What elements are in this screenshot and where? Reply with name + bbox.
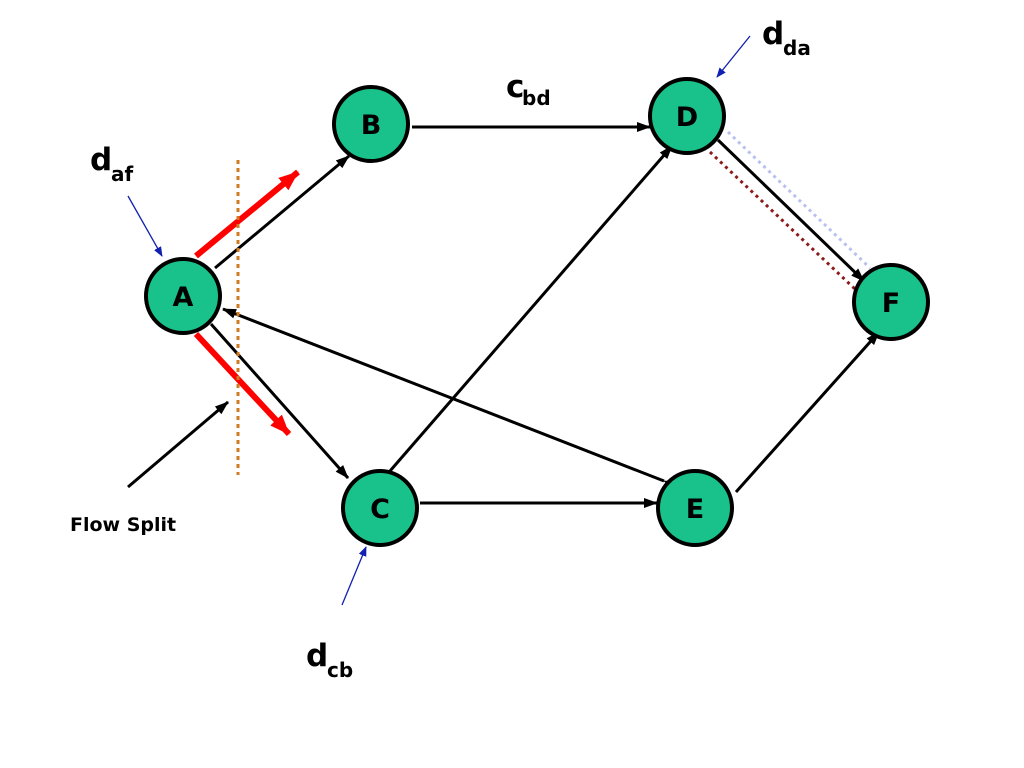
- node-b-label: B: [361, 110, 382, 141]
- edge-e-a: [222, 307, 678, 491]
- node-d-label: D: [676, 102, 698, 133]
- node-e-circle: [656, 469, 734, 547]
- label-d-da-sub: da: [783, 36, 811, 60]
- node-a: A: [144, 257, 222, 335]
- node-f-label: F: [882, 288, 900, 319]
- flow-split-pointer-arrow: [127, 400, 229, 489]
- label-c-bd: c bd: [506, 69, 551, 110]
- label-d-da: d da: [762, 16, 811, 60]
- node-a-circle: [144, 257, 222, 335]
- path-d-f-light-blue-dotted: [726, 130, 872, 270]
- label-d-da-main: d: [762, 16, 784, 52]
- node-a-label: A: [173, 282, 194, 313]
- edge-e-f: [734, 331, 881, 493]
- path-d-f-dark-red-dotted: [708, 150, 858, 292]
- node-c-label: C: [370, 494, 390, 525]
- label-d-af: d af: [90, 142, 133, 186]
- label-d-af-main: d: [90, 142, 112, 178]
- edge-c-d: [377, 145, 674, 485]
- label-d-cb-sub: cb: [327, 658, 353, 682]
- node-c-circle: [341, 469, 419, 547]
- pointer-d-cb: [341, 546, 367, 606]
- flow-arrow-upper: [194, 169, 300, 259]
- label-c-bd-main: c: [506, 69, 524, 105]
- node-d: D: [648, 77, 726, 155]
- node-b: B: [332, 85, 410, 163]
- node-f: F: [852, 263, 930, 341]
- node-f-circle: [852, 263, 930, 341]
- pointer-d-af: [127, 195, 163, 257]
- label-d-cb: d cb: [306, 638, 353, 682]
- label-c-bd-sub: bd: [522, 86, 551, 110]
- node-b-circle: [332, 85, 410, 163]
- node-e-label: E: [686, 494, 704, 525]
- label-d-cb-main: d: [306, 638, 328, 674]
- edge-a-c: [209, 323, 350, 479]
- node-c: C: [341, 469, 419, 547]
- flow-split-label: Flow Split: [70, 514, 176, 536]
- label-d-af-sub: af: [111, 162, 133, 186]
- edge-a-b: [214, 154, 350, 270]
- node-e: E: [656, 469, 734, 547]
- node-d-circle: [648, 77, 726, 155]
- flow-arrow-lower: [193, 331, 292, 437]
- edge-d-f: [716, 138, 866, 283]
- pointer-d-da: [716, 35, 751, 78]
